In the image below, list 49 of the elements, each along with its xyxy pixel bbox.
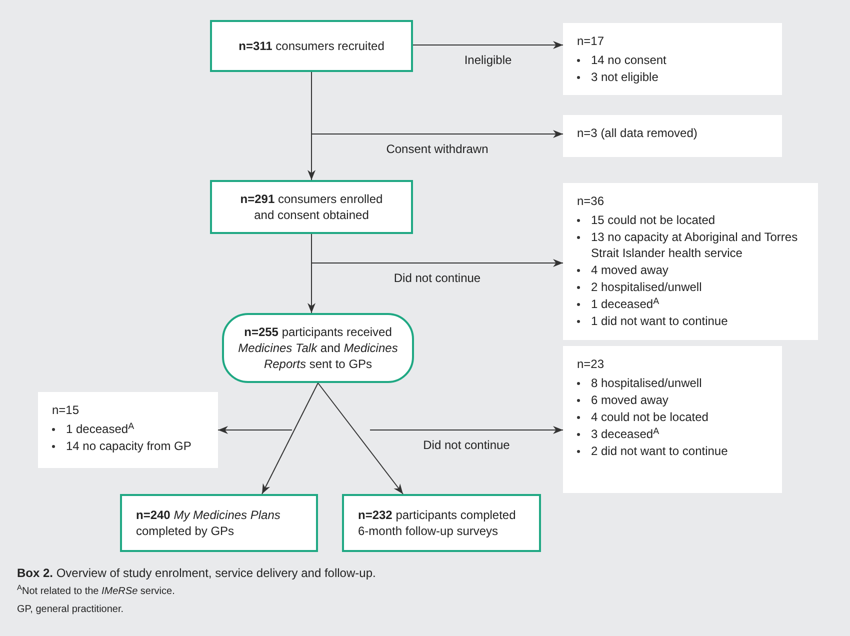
arrow (370, 426, 564, 434)
box-text: n=255 participants received Medicines Talk and Medicines Reports sent to GPs (237, 324, 399, 372)
note-box (563, 183, 818, 340)
caption: Box 2. Overview of study enrolment, service delivery and follow-up. (17, 565, 376, 581)
bullet-item: 6 moved away (577, 392, 768, 408)
bullet-item: 2 did not want to continue (577, 443, 768, 459)
bullet-item: 14 no consent (577, 52, 768, 68)
arrow (308, 72, 316, 180)
footnote: GP, general practitioner. (17, 603, 125, 617)
note-box (563, 115, 782, 157)
box-text: n=232 participants completed 6-month follow-up surveys (358, 507, 517, 539)
box-text: n=291 consumers enrolled and consent obtained (239, 191, 384, 223)
bullet-item: 14 no capacity from GP (52, 438, 204, 454)
process-box (120, 494, 318, 552)
note-box (38, 392, 218, 468)
arrow (218, 426, 292, 434)
bullet-item: 1 deceased$^{A}$ (52, 421, 204, 437)
arrow (412, 41, 564, 49)
process-box (342, 494, 541, 552)
bullet-item: 3 deceased$^{A}$ (577, 426, 768, 442)
count-text: n=15 (52, 402, 80, 418)
process-box (210, 180, 413, 234)
edge-label: Did not continue (394, 271, 481, 285)
box-text: n=240 My Medicines Plans completed by GPs (136, 507, 282, 539)
edge-label: Consent withdrawn (386, 142, 488, 156)
note-box (563, 23, 782, 95)
bullet-item: 13 no capacity at Aboriginal and Torres Strait Islander health service (577, 229, 804, 261)
count-text: n=36 (577, 193, 606, 209)
bullet-item: 8 hospitalised/unwell (577, 375, 768, 391)
bullet-item: 15 could not be located (577, 212, 804, 228)
footnote: $^{A}$Not related to the IMeRSe service. (17, 585, 176, 599)
arrow (318, 382, 404, 494)
edge-label: Did not continue (423, 438, 510, 452)
count-text: n=23 (577, 356, 606, 372)
arrow (262, 382, 318, 494)
box-text: n=311 consumers recruited (238, 38, 384, 54)
count-text: n=3 (all data removed) (577, 125, 698, 141)
process-box (210, 20, 413, 72)
edge-label: Ineligible (464, 53, 512, 67)
bullet-item: 1 did not want to continue (577, 313, 804, 329)
bullet-item: 4 could not be located (577, 409, 768, 425)
arrow (308, 234, 316, 314)
note-box (563, 346, 782, 493)
bullet-item: 1 deceased$^{A}$ (577, 296, 804, 312)
bullet-item: 2 hospitalised/unwell (577, 279, 804, 295)
rounded-process-box (222, 313, 414, 383)
count-text: n=17 (577, 33, 606, 49)
bullet-item: 3 not eligible (577, 69, 768, 85)
bullet-item: 4 moved away (577, 262, 804, 278)
